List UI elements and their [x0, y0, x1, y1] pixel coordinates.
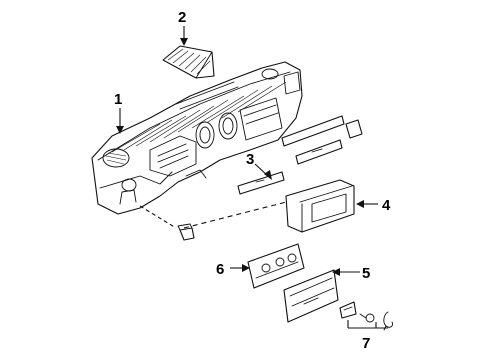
part-7-latch-hardware: [339, 301, 393, 331]
part-4-glove-box-bin: [285, 179, 355, 233]
part-6-control-panel: [247, 243, 305, 289]
callout-4: 4: [382, 197, 391, 214]
part-1-instrument-panel: [91, 61, 303, 215]
callout-6: 6: [216, 261, 224, 278]
part-bracket: [177, 223, 195, 241]
part-2-defroster-vent: [162, 45, 215, 79]
callout-3: 3: [246, 151, 254, 168]
leader-lines: [116, 26, 388, 329]
callout-7: 7: [362, 335, 370, 352]
callout-1: 1: [114, 91, 122, 108]
part-3-trim-strips: [237, 115, 363, 195]
callout-2: 2: [178, 9, 186, 26]
dashed-leader-bracket: [139, 205, 177, 229]
callout-5: 5: [362, 265, 370, 282]
part-5-glove-box-door: [283, 269, 339, 323]
